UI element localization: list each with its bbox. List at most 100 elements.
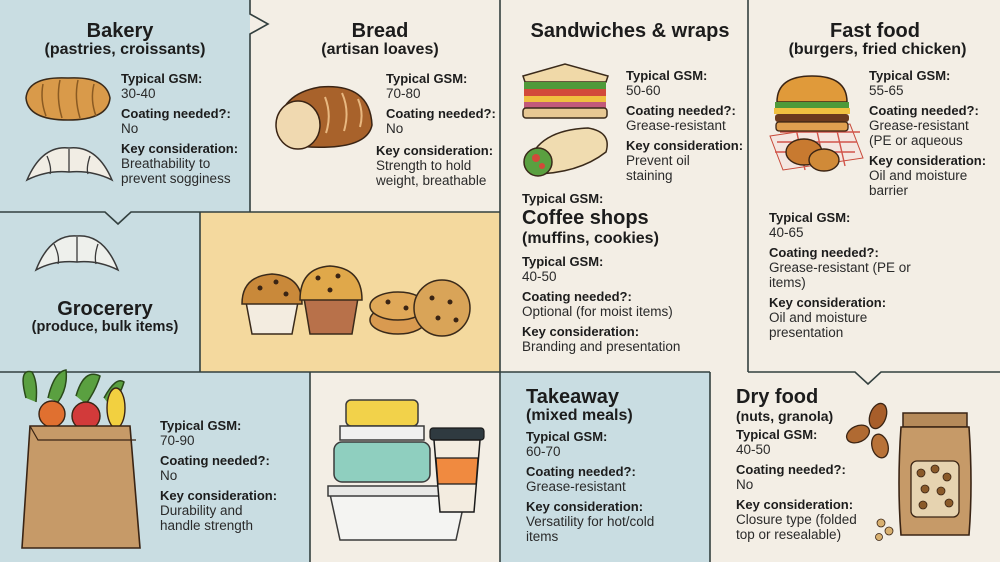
bread-subtitle: (artisan loaves) bbox=[321, 41, 439, 58]
dryfood-title: Dry food bbox=[736, 386, 819, 408]
almonds-icon bbox=[845, 402, 889, 459]
fastfood2-key-line-2: presentation bbox=[769, 325, 844, 340]
bread-key-line-2: weight, breathable bbox=[376, 173, 487, 188]
bread-gsm-value: 70-80 bbox=[386, 86, 421, 101]
croissant-icon bbox=[25, 147, 114, 182]
bread-title: Bread bbox=[351, 20, 409, 42]
gsm-label: Typical GSM: bbox=[869, 68, 951, 83]
bakery-coating-value: No bbox=[121, 121, 139, 136]
gsm-label: Typical GSM: bbox=[526, 429, 608, 444]
croissant-outline-icon bbox=[34, 235, 120, 272]
fastfood-title: Fast food bbox=[830, 20, 920, 42]
key-consideration-label: Key consideration: bbox=[121, 141, 239, 156]
sandwich-icon bbox=[522, 63, 609, 119]
key-consideration-label: Key consideration: bbox=[526, 499, 644, 514]
grocery-title: Grocerery bbox=[57, 298, 153, 320]
fastfood-key-line-2: barrier bbox=[869, 183, 909, 198]
bakery-key-line-1: Breathability to bbox=[121, 156, 211, 171]
gsm-label: Typical GSM: bbox=[522, 254, 604, 269]
muffins-cookies-icon bbox=[241, 265, 471, 337]
dryfood-coating-value: No bbox=[736, 477, 754, 492]
key-consideration-label: Key consideration: bbox=[522, 324, 640, 339]
key-consideration-label: Key consideration: bbox=[626, 138, 744, 153]
fastfood-coating-line-1: Grease-resistant bbox=[869, 118, 969, 133]
fastfood-subtitle: (burgers, fried chicken) bbox=[788, 41, 967, 58]
fastfood2-gsm-value: 40-65 bbox=[769, 225, 804, 240]
gsm-label: Typical GSM: bbox=[160, 418, 242, 433]
grocery-key-line-1: Durability and bbox=[160, 503, 243, 518]
coating-label: Coating needed?: bbox=[121, 106, 231, 121]
coating-label: Coating needed?: bbox=[626, 103, 736, 118]
sandwiches-details: Typical GSM: 50-60 Coating needed?: Grea… bbox=[626, 68, 743, 183]
grocery-coating-value: No bbox=[160, 468, 178, 483]
bread-details: Typical GSM: 70-80 Coating needed?: No bbox=[386, 71, 496, 136]
grocery-bag-icon bbox=[21, 369, 141, 549]
grocery-details: Typical GSM: 70-90 Coating needed?: No K… bbox=[160, 418, 277, 533]
bread-coating-value: No bbox=[386, 121, 404, 136]
fried-chicken-icon bbox=[785, 138, 840, 172]
coffee-key-value: Branding and presentation bbox=[522, 339, 681, 354]
dryfood-key-line-1: Closure type (folded bbox=[736, 512, 857, 527]
takeaway-title: Takeaway bbox=[526, 386, 620, 408]
dryfood-details: Typical GSM: 40-50 Coating needed?: No K… bbox=[736, 427, 857, 542]
grocery-key-line-2: handle strength bbox=[160, 518, 254, 533]
coating-label: Coating needed?: bbox=[736, 462, 846, 477]
takeaway-coating-value: Grease-resistant bbox=[526, 479, 626, 494]
bread-key-line-1: Strength to hold bbox=[376, 158, 472, 173]
gsm-label: Typical GSM: bbox=[769, 210, 851, 225]
gsm-label: Typical GSM: bbox=[121, 71, 203, 86]
bakery-key-line-2: prevent sogginess bbox=[121, 171, 231, 186]
wrap-icon bbox=[523, 127, 608, 177]
fastfood-details-2: Typical GSM: 40-65 Coating needed?: Grea… bbox=[769, 210, 911, 340]
croissant-pastry-icon bbox=[25, 77, 111, 121]
fastfood-key-line-1: Oil and moisture bbox=[869, 168, 968, 183]
sandwiches-key-line-2: staining bbox=[626, 168, 673, 183]
gsm-label: Typical GSM: bbox=[736, 427, 818, 442]
coating-label: Coating needed?: bbox=[869, 103, 979, 118]
grocery-gsm-value: 70-90 bbox=[160, 433, 195, 448]
key-consideration-label: Key consideration: bbox=[769, 295, 887, 310]
fastfood-gsm-value: 55-65 bbox=[869, 83, 904, 98]
coating-label: Coating needed?: bbox=[769, 245, 879, 260]
bread-loaf-icon bbox=[275, 85, 373, 150]
key-consideration-label: Key consideration: bbox=[869, 153, 987, 168]
granola-pouch-icon bbox=[875, 412, 972, 541]
bakery-details: Typical GSM: 30-40 Coating needed?: No K… bbox=[121, 71, 238, 186]
key-consideration-label: Key consideration: bbox=[736, 497, 854, 512]
sandwiches-key-line-1: Prevent oil bbox=[626, 153, 690, 168]
gsm-label: Typical GSM: bbox=[626, 68, 708, 83]
sandwiches-gsm-value: 50-60 bbox=[626, 83, 661, 98]
takeaway-details: Typical GSM: 60-70 Coating needed?: Grea… bbox=[526, 429, 654, 544]
coating-label: Coating needed?: bbox=[526, 464, 636, 479]
fastfood2-coating-line-1: Grease-resistant (PE or bbox=[769, 260, 911, 275]
grocery-subtitle: (produce, bulk items) bbox=[31, 319, 179, 335]
coffee-coating-value: Optional (for moist items) bbox=[522, 304, 673, 319]
coffee-details-body: Typical GSM: 40-50 Coating needed?: Opti… bbox=[522, 254, 680, 354]
fastfood-coating-line-2: (PE or aqueous bbox=[869, 133, 963, 148]
sandwiches-coating-value: Grease-resistant bbox=[626, 118, 726, 133]
fastfood2-key-line-1: Oil and moisture bbox=[769, 310, 868, 325]
bakery-subtitle: (pastries, croissants) bbox=[44, 41, 206, 58]
bread-key-block: Key consideration: Strength to hold weig… bbox=[376, 143, 493, 188]
dryfood-key-line-2: top or resealable) bbox=[736, 527, 842, 542]
coffee-subtitle: (muffins, cookies) bbox=[522, 230, 659, 247]
takeaway-containers-icon bbox=[327, 399, 469, 541]
takeaway-subtitle: (mixed meals) bbox=[526, 407, 633, 424]
bakery-title: Bakery bbox=[86, 20, 154, 42]
takeaway-gsm-value: 60-70 bbox=[526, 444, 561, 459]
coffee-cup-icon bbox=[429, 427, 485, 513]
coffee-details: Typical GSM: bbox=[522, 191, 603, 206]
coffee-pre-label: Typical GSM: bbox=[522, 191, 604, 206]
takeaway-key-line-2: items bbox=[526, 529, 559, 544]
dryfood-gsm-value: 40-50 bbox=[736, 442, 771, 457]
coating-label: Coating needed?: bbox=[160, 453, 270, 468]
fastfood-details: Typical GSM: 55-65 Coating needed?: Grea… bbox=[869, 68, 986, 198]
gsm-label: Typical GSM: bbox=[386, 71, 468, 86]
key-consideration-label: Key consideration: bbox=[160, 488, 278, 503]
takeaway-key-line-1: Versatility for hot/cold bbox=[526, 514, 655, 529]
coffee-title: Coffee shops bbox=[522, 207, 649, 229]
coating-label: Coating needed?: bbox=[522, 289, 632, 304]
dryfood-subtitle: (nuts, granola) bbox=[736, 408, 834, 424]
